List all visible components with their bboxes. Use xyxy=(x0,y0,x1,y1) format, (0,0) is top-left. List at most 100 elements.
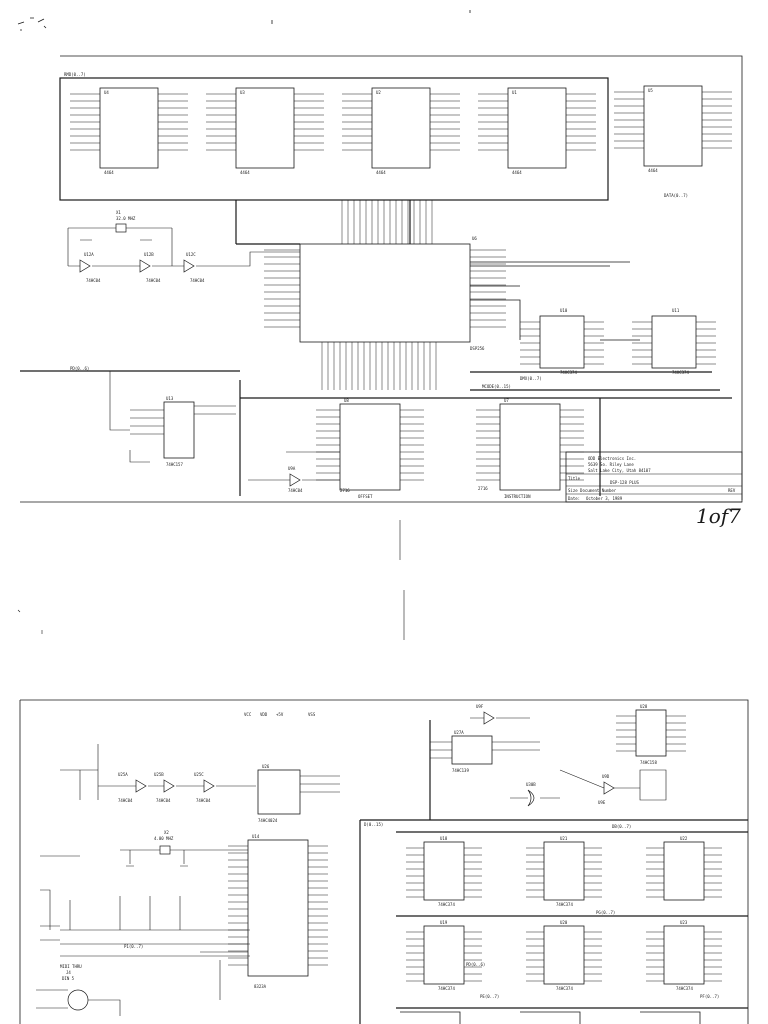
micro-ref: U14 xyxy=(252,834,260,839)
decoder-part: 74HC139 xyxy=(452,768,469,773)
rom-part: 2716 xyxy=(478,486,488,491)
pf-bus-label: PF(0..7) xyxy=(700,994,719,999)
ram-ref: U4 xyxy=(104,90,109,95)
scan-marks xyxy=(17,520,405,640)
supply-vss: VSS xyxy=(308,712,316,717)
reset-gate-b-part: 74HC04 xyxy=(156,798,171,803)
latch-u19: U19 74HC374 xyxy=(423,920,465,991)
mux-part: 74HC157 xyxy=(166,462,183,467)
latch-u23: U23 74HC374 xyxy=(663,920,705,991)
dsp-ref: U6 xyxy=(472,236,477,241)
microcontroller-u14: U14 8323A xyxy=(247,834,309,989)
data-bus-label: DATA(0..7) xyxy=(664,193,688,198)
schematic-page-2: VCC VDD +5V VSS U14 8323A X2 4.00 MHZ U2… xyxy=(19,699,749,1024)
latch-part: 74HC374 xyxy=(556,902,573,907)
latch-ref: U10 xyxy=(560,308,568,313)
osc-gate-a-part: 74HC04 xyxy=(86,278,101,283)
ram-ref: U3 xyxy=(240,90,245,95)
osc-gate-c: U12C xyxy=(186,252,196,257)
osc-gate-a: U12A xyxy=(84,252,94,257)
drawing-date: October 3, 1989 xyxy=(586,496,623,501)
latch-pin-stubs xyxy=(520,321,716,365)
title-block: ODD Electronics Inc. 5639 So. Riley Lane… xyxy=(565,451,743,503)
latch-part: 74HC374 xyxy=(672,370,689,375)
drawing-title: DSP-128 PLUS xyxy=(610,480,639,485)
rom-label: OFFSET xyxy=(358,494,373,499)
rom-ref: U8 xyxy=(344,398,349,403)
crystal-value: 4.00 MHZ xyxy=(154,836,174,841)
crystal-ref: X2 xyxy=(164,830,169,835)
latch-part: 74HC374 xyxy=(556,986,573,991)
reset-gate-b: U25B xyxy=(154,772,164,777)
reset-gate-a-part: 74HC04 xyxy=(118,798,133,803)
inverter-u9a: U9A 74HC04 xyxy=(248,451,340,493)
gate-u9e: U9E xyxy=(598,800,606,805)
ram-pin-stubs xyxy=(70,91,732,151)
reset-gate-c: U25C xyxy=(194,772,204,777)
ram-ref: U1 xyxy=(512,90,517,95)
mux-u13: U13 74HC157 xyxy=(109,371,236,467)
dsp-chip: U6 DSP256 xyxy=(299,236,485,351)
ram-ref: U2 xyxy=(376,90,381,95)
rom-label: INSTRUCTION xyxy=(504,494,531,499)
latch-ref: U23 xyxy=(680,920,688,925)
mux-pin-stubs xyxy=(616,715,686,752)
ram-ref: U5 xyxy=(648,88,653,93)
ram-part: 4464 xyxy=(240,170,250,175)
latch-ref: U18 xyxy=(440,836,448,841)
decoder-u27a: U27A 74HC139 xyxy=(430,730,540,773)
latch-part: 74HC374 xyxy=(676,986,693,991)
latch-ref: U19 xyxy=(440,920,448,925)
latch-u18: U18 74HC374 xyxy=(423,836,465,907)
mux-ref: U28 xyxy=(640,704,648,709)
reset-gate-a: U25A xyxy=(118,772,128,777)
dsp-pin-stubs xyxy=(264,200,506,390)
rev-label: REV xyxy=(728,488,736,493)
mux-ref: U13 xyxy=(166,396,174,401)
dmx-bus-label: DMX(0..7) xyxy=(520,376,542,381)
latch-ref: U22 xyxy=(680,836,688,841)
rom-u8: U8 2716 OFFSET xyxy=(339,398,401,499)
rom-part: 2716 xyxy=(340,488,350,493)
supply-vcc: VCC xyxy=(244,712,252,717)
dsp-part: DSP256 xyxy=(470,346,485,351)
company-name: ODD Electronics Inc. xyxy=(588,456,636,461)
supply-labels: VCC VDD +5V VSS xyxy=(244,712,316,717)
latch-u11: U11 74HC374 xyxy=(651,308,697,375)
scan-specks xyxy=(17,10,471,31)
gate-u30b: U30B xyxy=(526,782,536,787)
ram-chip-u3: U3 4464 xyxy=(235,87,295,175)
title-label: Title xyxy=(568,476,581,481)
gate-u9f: U9F xyxy=(476,704,484,709)
crystal-value: 32.0 MHZ xyxy=(116,216,136,221)
pd-bus-label-2: PD(0..6) xyxy=(466,962,485,967)
connector-ref: J4 xyxy=(66,970,71,975)
ram-chip-u5: U5 4464 xyxy=(643,85,703,173)
sheet-number: 1of7 xyxy=(696,504,741,528)
latch-part: 74HC374 xyxy=(560,370,577,375)
latch-u20: U20 74HC374 xyxy=(543,920,585,991)
connector-label: DIN 5 xyxy=(62,976,75,981)
midi-connector-j4: MIDI THRU J4 DIN 5 xyxy=(36,964,121,1016)
ram-chip-u1: U1 4464 xyxy=(507,87,567,175)
latch-u10: U10 74HC374 xyxy=(539,308,585,375)
mcode-bus-label: MCODE(0..15) xyxy=(482,384,511,389)
inverter-part: 74HC04 xyxy=(288,488,303,493)
date-label: Date: xyxy=(568,496,580,501)
logic-gates: U9F U30B U9D U9E xyxy=(470,704,667,807)
osc-gate-c-part: 74HC04 xyxy=(190,278,205,283)
rom-u7: U7 2716 INSTRUCTION xyxy=(478,398,561,499)
crystal-ref: X1 xyxy=(116,210,121,215)
mux-u28: U28 74HC158 xyxy=(635,704,667,765)
decoder-ref: U27A xyxy=(454,730,464,735)
size-label: Size Document Number xyxy=(568,488,617,493)
rom-pin-stubs xyxy=(316,409,584,481)
ram-chip-u2: U2 4464 xyxy=(371,87,431,175)
osc-gate-b-part: 74HC04 xyxy=(146,278,161,283)
gate-u9d: U9D xyxy=(602,774,610,779)
latch-part: 74HC374 xyxy=(438,902,455,907)
counter-part: 74HC4024 xyxy=(258,818,278,823)
osc-gate-b: U12B xyxy=(144,252,154,257)
company-address-1: 5639 So. Riley Lane xyxy=(588,462,634,467)
